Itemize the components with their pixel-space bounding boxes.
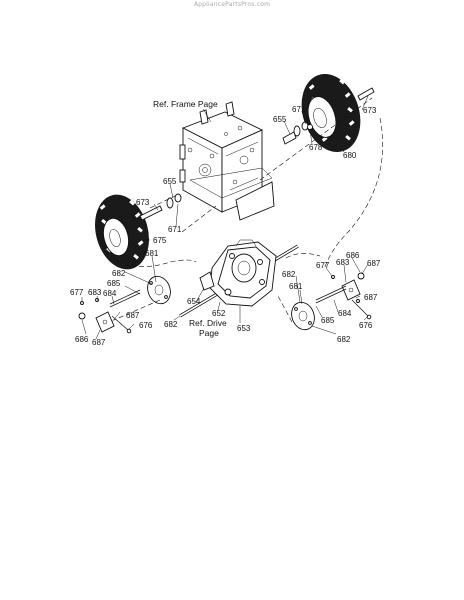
ref-frame-page-label: Ref. Frame Page [153, 99, 218, 109]
part-652-label: 652 [212, 309, 226, 318]
part-675-label: 675 [153, 236, 167, 245]
part-655-label-left: 655 [163, 177, 177, 186]
part-686-label-left: 686 [75, 335, 89, 344]
part-677-label-left: 677 [70, 288, 84, 297]
part-682-label-right-top: 682 [282, 270, 296, 279]
part-682-label-right-bottom: 682 [337, 335, 351, 344]
part-687-label-left-mid: 687 [126, 311, 140, 320]
wheel-right [301, 73, 361, 153]
part-676-label-right: 676 [359, 321, 373, 330]
part-654-label: 654 [187, 297, 201, 306]
wheel-left [95, 194, 149, 270]
right-wheel-hardware [282, 87, 375, 145]
part-685-label-right: 685 [321, 316, 335, 325]
part-671-label-right: 671 [292, 105, 306, 114]
part-687-label-left-bottom: 687 [92, 338, 106, 347]
part-655-label-right: 655 [273, 115, 287, 124]
ref-drive-label-line1: Ref. Drive [189, 318, 227, 328]
part-681-label-left: 681 [145, 249, 159, 258]
gear-case-assembly [179, 239, 299, 318]
part-678-label: 678 [309, 143, 323, 152]
frame-assembly [179, 101, 275, 221]
part-680-label: 680 [343, 151, 357, 160]
part-682-label-center: 682 [164, 320, 178, 329]
part-684-label-right: 684 [338, 309, 352, 318]
right-hub-plate [291, 301, 315, 331]
center-lines [113, 97, 383, 323]
part-677-label-right: 677 [316, 261, 330, 270]
part-687-label-right-mid: 687 [364, 293, 378, 302]
part-653-label: 653 [237, 324, 251, 333]
left-wheel-hardware [139, 193, 182, 221]
part-673-label-right: 673 [363, 106, 377, 115]
part-673-label-left: 673 [136, 198, 150, 207]
part-687-label-right-top: 687 [367, 259, 381, 268]
part-686-label-right: 686 [346, 251, 360, 260]
part-labels: Ref. Frame Page 671 655 673 678 680 655 … [70, 99, 381, 347]
part-671-label-left: 671 [168, 225, 182, 234]
right-bracket-hardware [315, 272, 372, 320]
ref-drive-label-line2: Page [199, 328, 219, 338]
leader-lines [81, 95, 369, 340]
part-684-label-left: 684 [103, 289, 117, 298]
part-681-label-right: 681 [289, 282, 303, 291]
left-hub-plate [147, 275, 171, 305]
part-676-label-left: 676 [139, 321, 153, 330]
part-683-label-left: 683 [88, 288, 102, 297]
part-685-label-left: 685 [107, 279, 121, 288]
watermark-text: AppliancePartsPros.com [193, 1, 271, 8]
part-683-label-right: 683 [336, 258, 350, 267]
part-682-label-left-top: 682 [112, 269, 126, 278]
